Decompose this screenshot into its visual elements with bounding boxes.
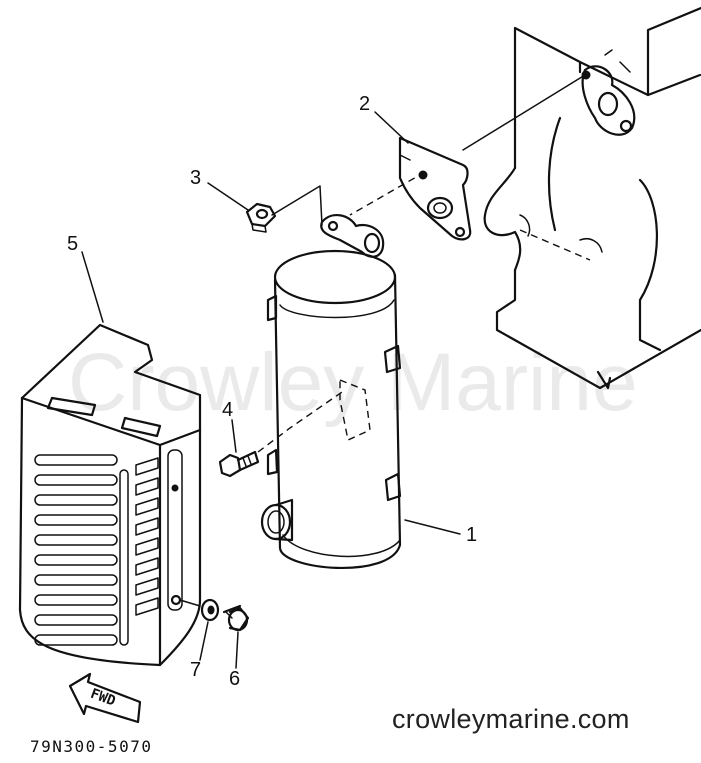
leader-1 [404, 519, 461, 535]
nut-alignment-line [271, 185, 323, 226]
fwd-arrow: FWD [68, 672, 142, 724]
callout-5: 5 [67, 233, 78, 255]
nut-part-3 [245, 202, 277, 233]
leader-4 [231, 419, 237, 453]
diagram-code: 79N300-5070 [30, 737, 153, 756]
fwd-label: FWD [88, 686, 117, 710]
site-footer: crowleymarine.com [392, 704, 630, 734]
watermark-text: Crowley Marine [68, 337, 638, 428]
leader-2 [374, 111, 409, 144]
engine-block [483, 6, 701, 390]
washer-part-7 [179, 598, 220, 622]
callout-2: 2 [359, 93, 370, 115]
leader-6 [235, 631, 239, 669]
alignment-line-gasket-muffler [349, 171, 426, 216]
leader-7 [199, 621, 209, 661]
gasket-part-2 [398, 136, 472, 241]
bolt-part-6 [222, 604, 250, 632]
callout-6: 6 [229, 668, 240, 690]
leader-3 [207, 182, 249, 211]
callout-1: 1 [466, 524, 477, 546]
bolt-part-4 [218, 389, 346, 478]
cover-part-5 [18, 323, 202, 667]
alignment-line-gasket-block [462, 74, 586, 151]
leader-5 [81, 251, 104, 323]
callout-4: 4 [222, 399, 233, 421]
callout-7: 7 [190, 659, 201, 681]
muffler-part-1 [260, 213, 402, 570]
callout-3: 3 [190, 167, 201, 189]
